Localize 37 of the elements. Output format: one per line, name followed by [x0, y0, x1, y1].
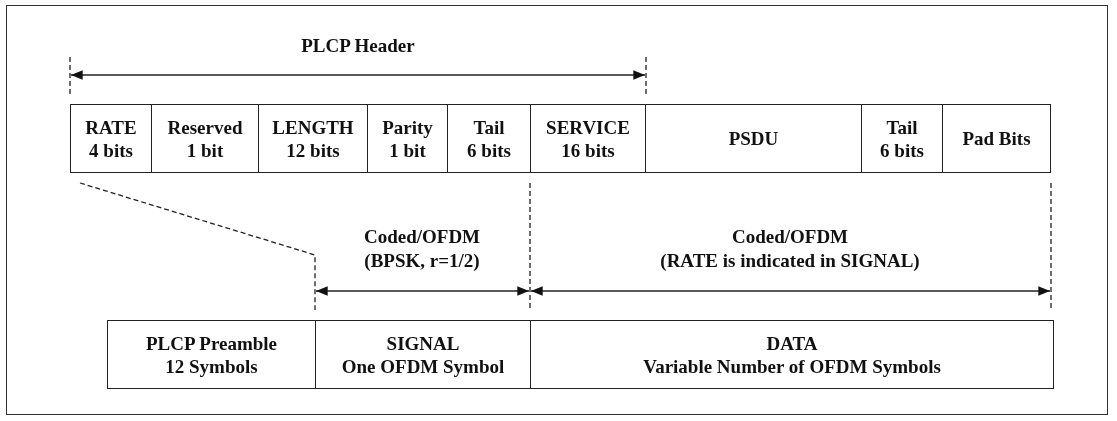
field-cell [447, 104, 531, 173]
field-name: PLCP Preamble [145, 331, 277, 355]
field-name: LENGTH [272, 115, 354, 139]
field-name: SERVICE [546, 115, 630, 139]
field-name: SIGNAL [386, 331, 460, 355]
field-size: 12 Symbols [165, 354, 258, 378]
field-cell [70, 104, 152, 173]
field-size: 16 bits [561, 138, 615, 162]
dimension-label: Coded/OFDM (RATE is indicated in SIGNAL) [659, 225, 921, 273]
field-cell [530, 104, 646, 173]
field-cell [151, 104, 259, 173]
segment-cell [315, 320, 531, 389]
field-size: 4 bits [89, 138, 133, 162]
field-name: Parity [382, 115, 433, 139]
field-cell [942, 104, 1051, 173]
field-size: 1 bit [389, 138, 426, 162]
field-name: DATA [766, 331, 818, 355]
field-name: Tail [886, 115, 918, 139]
segment-cell [530, 320, 1054, 389]
field-cell [367, 104, 448, 173]
field-size: One OFDM Symbol [341, 354, 505, 378]
field-name: Pad Bits [962, 127, 1031, 150]
field-name: Tail [473, 115, 505, 139]
field-cell [645, 104, 862, 173]
dimension-label: PLCP Header [300, 34, 416, 58]
field-size: 6 bits [880, 138, 924, 162]
field-size: 1 bit [186, 138, 224, 162]
field-size: 6 bits [467, 138, 511, 162]
dimension-label: Coded/OFDM (BPSK, r=1/2) [362, 225, 482, 273]
field-name: RATE [85, 115, 137, 139]
field-size: 12 bits [286, 138, 340, 162]
field-cell [258, 104, 368, 173]
field-cell [861, 104, 943, 173]
field-name: PSDU [728, 127, 779, 150]
field-name: Reserved [167, 115, 243, 139]
segment-cell [107, 320, 316, 389]
field-size: Variable Number of OFDM Symbols [643, 354, 941, 378]
